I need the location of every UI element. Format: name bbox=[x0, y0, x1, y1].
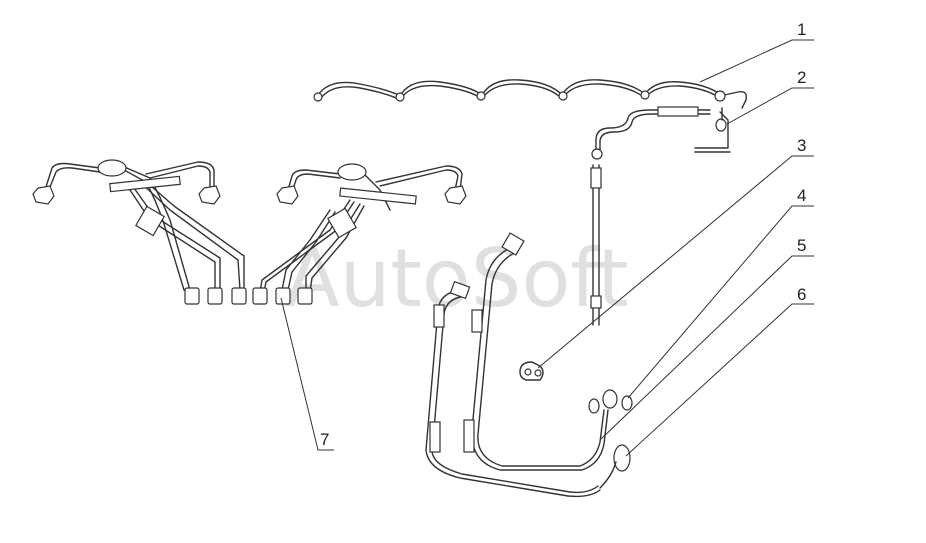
fuel-return-line bbox=[313, 79, 748, 109]
sealing-washers bbox=[588, 389, 633, 414]
fuel-line-bracket bbox=[590, 106, 731, 326]
banjo-fitting bbox=[613, 444, 631, 472]
return-pipes bbox=[425, 232, 617, 498]
callout-7: 7 bbox=[320, 430, 329, 449]
injector-pipes-right bbox=[252, 163, 467, 305]
leader-lines bbox=[280, 39, 814, 457]
callout-6: 6 bbox=[797, 285, 806, 304]
callout-4: 4 bbox=[797, 186, 806, 205]
clamp-part bbox=[519, 361, 544, 381]
injector-pipes-left bbox=[32, 159, 247, 305]
callout-3: 3 bbox=[797, 136, 806, 155]
callout-1: 1 bbox=[797, 20, 806, 39]
callout-2: 2 bbox=[797, 68, 806, 87]
watermark: AutoSoft bbox=[285, 232, 629, 325]
callout-5: 5 bbox=[797, 236, 806, 255]
